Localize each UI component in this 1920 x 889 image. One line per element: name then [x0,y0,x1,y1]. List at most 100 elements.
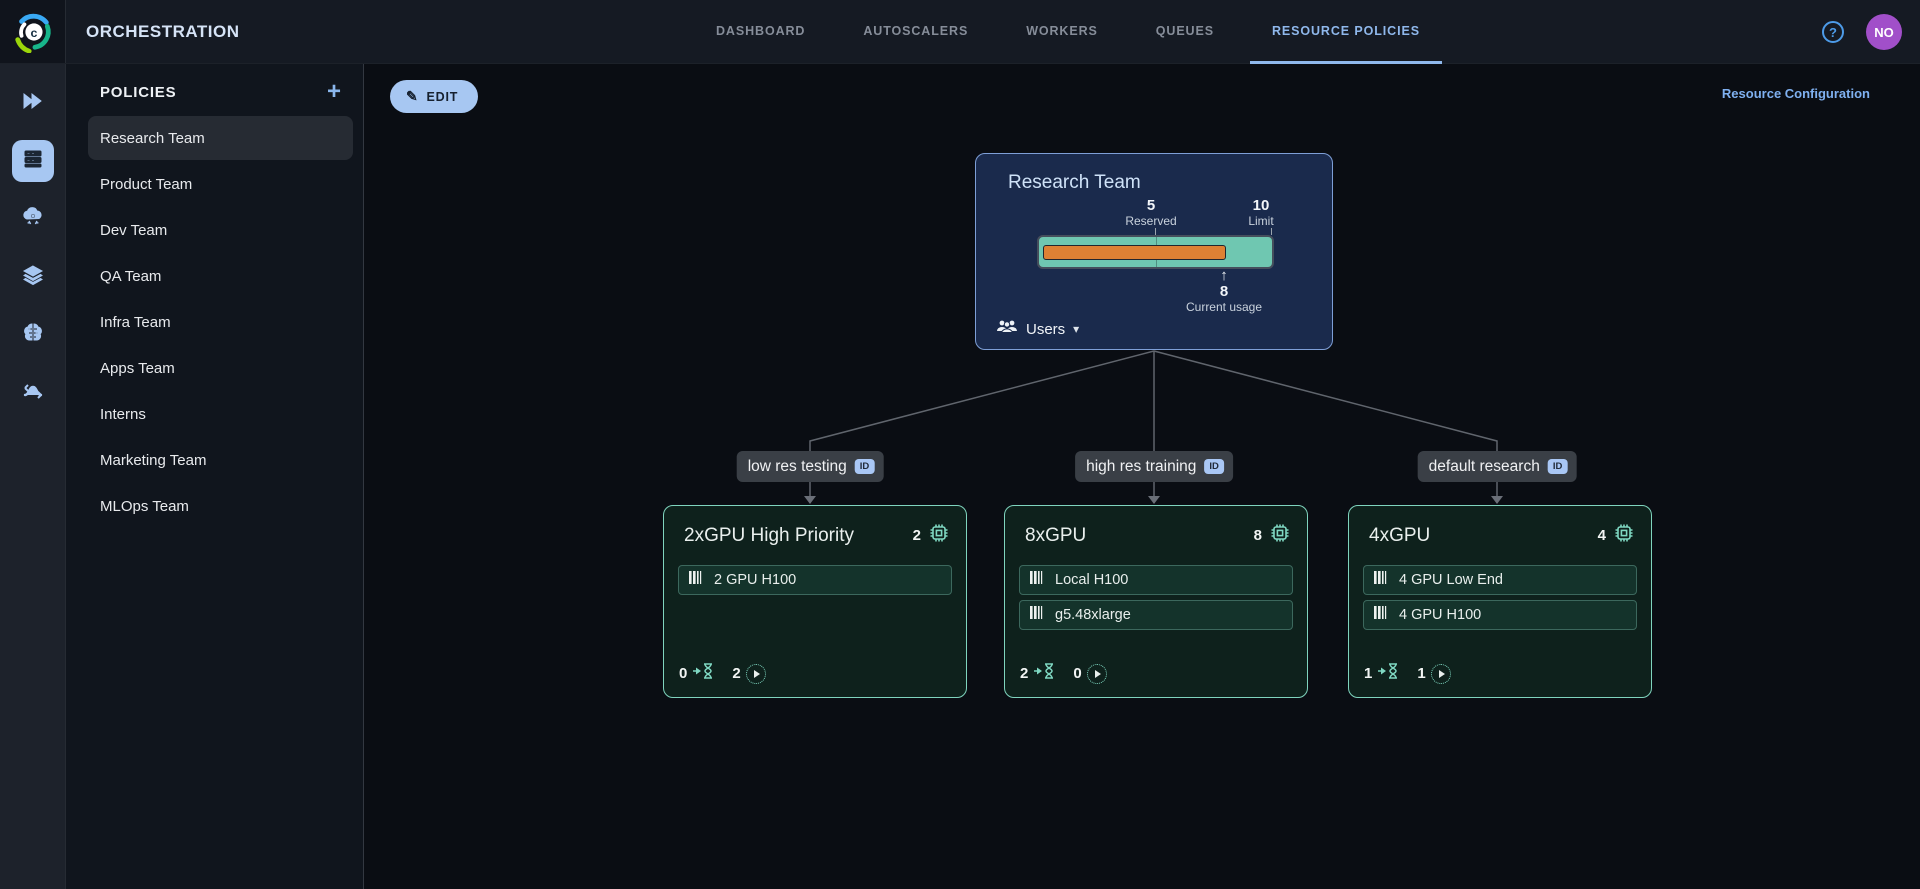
branch-label: high res training [1086,457,1197,475]
branch-chip-high-res-training[interactable]: high res training ID [1075,451,1233,482]
users-icon [996,319,1018,339]
page-title: ORCHESTRATION [86,21,240,41]
branch-chip-low-res-testing[interactable]: low res testing ID [736,451,884,482]
pool-card-4xgpu[interactable]: 4xGPU 4 [1348,505,1652,698]
add-policy-button[interactable]: + [326,78,341,105]
tab-autoscalers[interactable]: AUTOSCALERS [863,23,969,38]
running-play-icon [1086,663,1107,684]
tab-queues[interactable]: QUEUES [1155,23,1214,38]
resource-row[interactable]: 4 GPU H100 [1363,600,1637,630]
policy-item-research-team[interactable]: Research Team [88,116,353,160]
gpu-count: 2 [912,527,921,544]
chevron-down-icon: ▾ [1073,322,1080,336]
rail-item-ai-brain[interactable] [12,314,54,356]
resource-label: 4 GPU H100 [1399,607,1482,623]
id-badge[interactable]: ID [1204,459,1224,474]
limit-value: 10 [1252,197,1270,214]
pending-count: 0 [679,665,688,682]
gpu-chip-icon [928,522,950,549]
rail-item-cloud-autoscaling[interactable] [12,198,54,240]
tab-resource-policies[interactable]: RESOURCE POLICIES [1249,0,1442,64]
usage-arrow-icon: ↑ [1220,267,1228,284]
tab-workers[interactable]: WORKERS [1026,23,1098,38]
users-dropdown[interactable]: Users ▾ [996,319,1079,339]
resource-configuration-link[interactable]: Resource Configuration [1721,86,1870,101]
pool-card-8xgpu[interactable]: 8xGPU 8 [1004,505,1308,698]
rail-item-pipelines[interactable] [12,372,54,414]
barcode-icon [1374,570,1388,590]
queued-hourglass-icon [1377,661,1401,686]
id-badge[interactable]: ID [854,459,875,474]
top-bar: c ORCHESTRATION DASHBOARD AUTOSCALERS WO… [0,0,1920,64]
resource-row[interactable]: Local H100 [1019,565,1293,595]
resource-label: 2 GPU H100 [714,572,797,588]
id-badge[interactable]: ID [1547,459,1568,474]
policy-item-marketing-team[interactable]: Marketing Team [100,451,207,469]
usage-value: 8 [1219,283,1229,300]
policy-item-interns[interactable]: Interns [100,405,146,423]
branch-chip-default-research[interactable]: default research ID [1417,451,1577,482]
running-count: 0 [1073,665,1082,682]
pool-title: 8xGPU [1025,524,1087,546]
policy-item-dev-team[interactable]: Dev Team [100,221,168,239]
avatar[interactable]: NO [1866,14,1902,50]
server-rack-icon [21,147,45,176]
running-stat: 0 [1073,663,1107,684]
queued-hourglass-icon [692,661,716,686]
usage-bar-fill [1043,245,1226,260]
gpu-chip-icon [1613,522,1635,549]
gpu-count: 4 [1597,527,1606,544]
edit-button-label: EDIT [426,89,459,104]
usage-label: Current usage [1185,300,1263,314]
barcode-icon [1374,605,1388,625]
policy-root-node[interactable]: Research Team 5 Reserved 10 Limit ↑ [975,153,1333,350]
running-stat: 2 [732,663,766,684]
barcode-icon [1030,605,1044,625]
cloud-gear-icon [21,205,45,234]
running-play-icon [1430,663,1451,684]
limit-label: Limit [1248,214,1274,228]
resource-row[interactable]: g5.48xlarge [1019,600,1293,630]
resource-label: Local H100 [1055,572,1129,588]
fast-forward-icon [21,90,45,117]
pencil-icon: ✎ [406,88,419,104]
resource-label: 4 GPU Low End [1399,572,1503,588]
pool-title: 2xGPU High Priority [684,524,854,546]
barcode-icon [689,570,703,590]
reserved-marker: 5 Reserved [1125,197,1176,228]
running-play-icon [745,663,766,684]
branch-label: default research [1428,457,1540,475]
policy-item-apps-team[interactable]: Apps Team [100,359,175,377]
current-usage-marker: ↑ 8 Current usage [1185,267,1263,314]
app-logo[interactable]: c [0,0,66,63]
gpu-chip-icon [1269,522,1291,549]
resource-row[interactable]: 2 GPU H100 [678,565,952,595]
resource-row[interactable]: 4 GPU Low End [1363,565,1637,595]
running-count: 2 [732,665,741,682]
policy-item-product-team[interactable]: Product Team [100,175,193,193]
policy-item-infra-team[interactable]: Infra Team [100,313,171,331]
tab-dashboard[interactable]: DASHBOARD [716,23,806,38]
queued-hourglass-icon [1033,661,1057,686]
pending-count: 2 [1020,665,1029,682]
resource-label: g5.48xlarge [1055,607,1131,623]
rail-item-resource-policies[interactable] [11,140,54,182]
help-icon[interactable]: ? [1822,21,1844,43]
users-label: Users [1026,320,1066,338]
pending-stat: 2 [1020,661,1057,686]
pending-stat: 1 [1364,661,1401,686]
gpu-count: 8 [1253,527,1262,544]
reserved-tick [1155,228,1156,235]
pending-stat: 0 [679,661,716,686]
policy-item-qa-team[interactable]: QA Team [100,267,162,285]
rail-item-getting-started[interactable] [12,82,54,124]
pending-count: 1 [1364,665,1373,682]
clearml-logo-icon: c [14,13,51,53]
pool-card-2xgpu-high-priority[interactable]: 2xGPU High Priority 2 [663,505,967,698]
usage-bar [1037,235,1274,269]
edit-button[interactable]: ✎ EDIT [390,80,479,113]
policies-panel-title: POLICIES [100,83,177,101]
policy-item-mlops-team[interactable]: MLOps Team [100,497,189,515]
layers-icon [21,263,45,292]
rail-item-layers[interactable] [12,256,54,298]
